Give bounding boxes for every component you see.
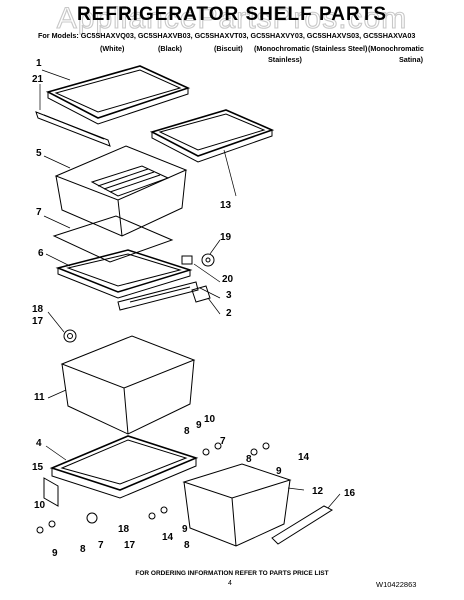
part-3-control-strip [117, 281, 199, 311]
color-black: (Black) [158, 44, 182, 53]
part-4-glass-shelf [49, 435, 199, 499]
color-white: (White) [100, 44, 125, 53]
callout-11: 11 [34, 392, 45, 403]
callout-9b: 9 [196, 420, 202, 431]
callout-16: 16 [344, 488, 356, 499]
part-20-slide [181, 255, 193, 265]
part-6-crisper-cover [55, 249, 193, 299]
page-number: 4 [228, 580, 232, 587]
part-1-glass-shelf [45, 65, 191, 125]
callout-10b: 10 [204, 414, 216, 425]
color-satina-2: Satina) [399, 55, 423, 64]
callout-9d: 9 [182, 524, 188, 535]
callout-20: 20 [222, 274, 234, 285]
part-19-knob [201, 253, 215, 267]
callout-8: 8 [80, 544, 86, 555]
callout-13: 13 [220, 200, 232, 211]
color-biscuit: (Biscuit) [214, 44, 243, 53]
callout-8b: 8 [184, 426, 190, 437]
part-11-deli-drawer [60, 335, 196, 435]
fastener-set [36, 442, 270, 534]
callout-9: 9 [52, 548, 58, 559]
callout-10: 10 [34, 500, 46, 511]
callout-14b: 14 [162, 532, 174, 543]
callout-17: 17 [32, 316, 44, 327]
part-7-crisper-film [52, 215, 174, 263]
callout-19: 19 [220, 232, 232, 243]
callout-17b: 17 [124, 540, 136, 551]
page-title: REFRIGERATOR SHELF PARTS [76, 4, 388, 25]
callout-6: 6 [38, 248, 44, 259]
model-list: For Models: GC5SHAXVQ03, GC5SHAXVB03, GC… [38, 31, 416, 40]
callout-7: 7 [36, 207, 42, 218]
callout-14: 14 [298, 452, 310, 463]
callout-18b: 18 [118, 524, 130, 535]
callout-4: 4 [36, 438, 42, 449]
callout-2: 2 [226, 308, 232, 319]
color-satina: (Monochromatic [368, 44, 424, 53]
callout-1: 1 [36, 58, 42, 69]
callout-18: 18 [32, 304, 44, 315]
callout-7b: 7 [98, 540, 104, 551]
part-16-drawer-handle [271, 505, 334, 545]
leader-lines [39, 69, 341, 509]
color-stainless: (Monochromatic (Stainless Steel) [254, 44, 368, 53]
part-5-crisper-drawer [54, 145, 188, 237]
part-21-shelf-rail [35, 111, 111, 147]
part-15-shelf-trim [43, 477, 59, 507]
callout-8c: 8 [246, 454, 252, 465]
part-13-glass-shelf [149, 109, 275, 163]
callout-8d: 8 [184, 540, 190, 551]
callout-9c: 9 [276, 466, 282, 477]
part-18-roller [63, 329, 77, 343]
document-id: W10422863 [376, 580, 417, 589]
callout-12: 12 [312, 486, 324, 497]
color-stainless-2: Stainless) [268, 55, 302, 64]
callout-3: 3 [226, 290, 232, 301]
callout-7c: 7 [220, 436, 226, 447]
callout-21: 21 [32, 74, 44, 85]
part-2-bracket [191, 285, 211, 303]
callout-5: 5 [36, 148, 42, 159]
part-12-pan-drawer [182, 463, 292, 547]
callout-15: 15 [32, 462, 44, 473]
ordering-note: FOR ORDERING INFORMATION REFER TO PARTS … [135, 570, 329, 577]
